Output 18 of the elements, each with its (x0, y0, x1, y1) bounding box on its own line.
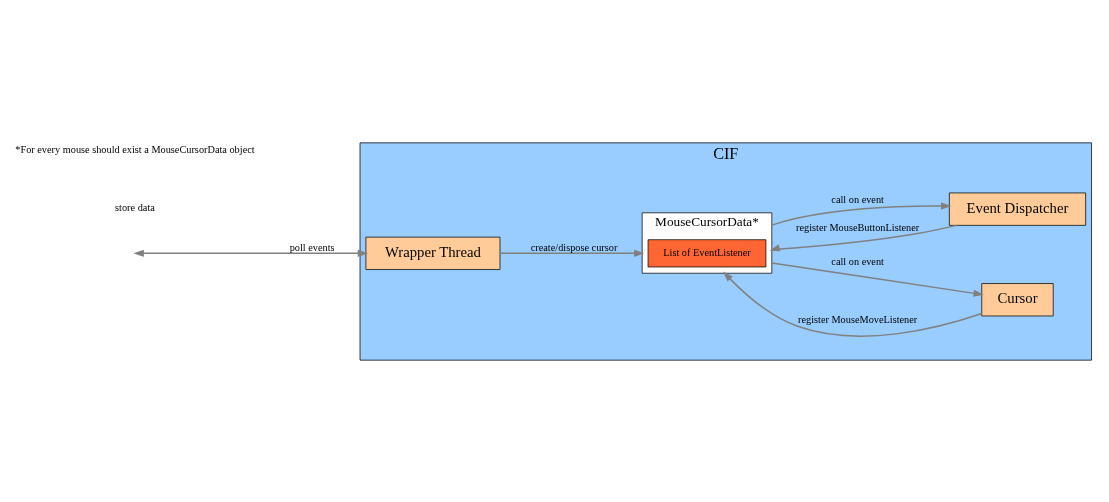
node-box: Wrapper Thread (365, 236, 501, 270)
edge-label: register MouseButtonListener (796, 221, 920, 233)
edge-label: poll events (289, 241, 335, 253)
edge-label: call on event (831, 255, 884, 267)
arrow (771, 201, 952, 226)
node-box: List of EventListener (647, 238, 767, 267)
edge-label: register MouseMoveListener (798, 313, 918, 325)
label: store data (115, 201, 155, 213)
label: *For every mouse should exist a MouseCursorData object (15, 143, 255, 155)
arrow (723, 271, 983, 337)
edge-label: create/dispose cursor (530, 241, 618, 253)
node-box: Cursor (981, 282, 1054, 316)
arrow (499, 249, 645, 257)
arrow (771, 261, 984, 297)
edge-label: call on event (831, 193, 884, 205)
arrow (133, 249, 369, 257)
node-box: Event Dispatcher (949, 192, 1086, 226)
arrow (769, 224, 958, 251)
